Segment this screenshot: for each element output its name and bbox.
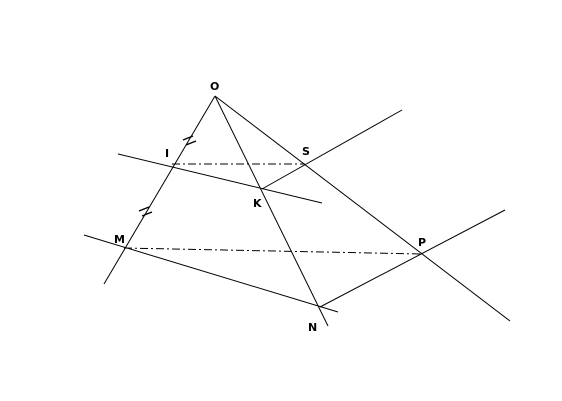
tick-mark-oi-2 [185, 140, 197, 146]
label-point-m: M [114, 233, 125, 246]
label-point-i: I [165, 147, 169, 160]
label-point-p: P [418, 236, 426, 249]
line-ik [117, 153, 323, 204]
dashed-line-mp [123, 247, 423, 255]
line-om [103, 95, 216, 285]
line-on [214, 95, 329, 327]
line-mn [83, 234, 339, 313]
tick-mark-im-2 [141, 211, 153, 217]
label-point-k: K [253, 197, 262, 210]
tick-mark-im-1 [138, 206, 150, 212]
label-point-o: O [210, 80, 219, 93]
line-op [214, 95, 511, 322]
label-point-n: N [308, 321, 317, 334]
tick-mark-oi-1 [182, 135, 194, 141]
label-point-s: S [302, 145, 310, 158]
line-ks [261, 109, 403, 190]
line-np [319, 209, 506, 308]
